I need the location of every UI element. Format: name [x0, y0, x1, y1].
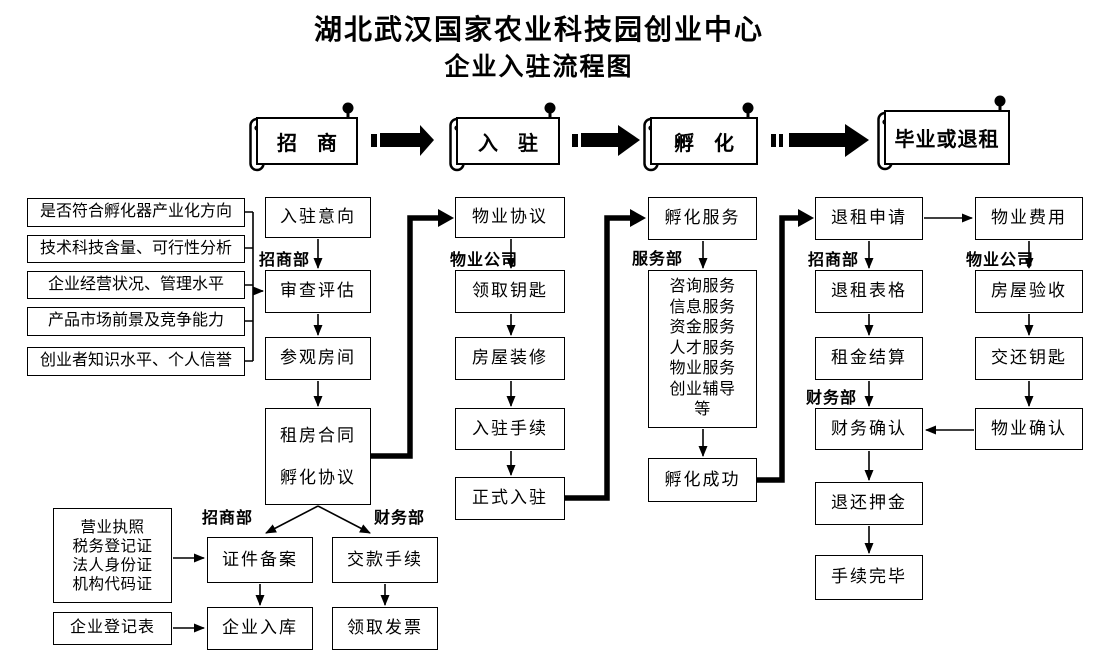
node-property-agreement: 物业协议: [455, 197, 565, 238]
node-certificate-filing: 证件备案: [207, 537, 313, 583]
node-finance-confirm: 财务确认: [815, 408, 923, 450]
node-review: 审查评估: [265, 270, 371, 313]
node-visit-room: 参观房间: [265, 337, 371, 380]
node-service-list: 咨询服务 信息服务 资金服务 人才服务 物业服务 创业辅导 等: [648, 270, 757, 428]
dept-label-service: 服务部: [632, 249, 684, 268]
dept-label-marketing-3: 招商部: [202, 508, 254, 527]
banner-incubate-label: 孵 化: [674, 132, 734, 155]
node-payment-procedure: 交款手续: [332, 537, 438, 583]
node-official-checkin: 正式入驻: [455, 477, 565, 520]
node-checkin-procedure: 入驻手续: [455, 408, 565, 450]
node-return-keys: 交还钥匙: [975, 337, 1083, 380]
phase-arrow-1: [371, 125, 434, 156]
node-intent: 入驻意向: [265, 197, 371, 238]
node-incubation-success: 孵化成功: [648, 458, 757, 502]
node-get-invoice: 领取发票: [332, 607, 438, 650]
node-termination-request: 退租申请: [815, 197, 923, 240]
node-enterprise-entry-db: 企业入库: [207, 607, 313, 650]
node-incubation-service: 孵化服务: [648, 197, 757, 240]
dept-label-property-1: 物业公司: [450, 250, 519, 269]
phase-arrow-3: [771, 124, 869, 157]
banner-checkin: 入 驻: [456, 117, 560, 165]
node-house-inspection: 房屋验收: [975, 270, 1083, 313]
node-property-confirm: 物业确认: [975, 408, 1083, 450]
criteria-bracket: [245, 211, 264, 362]
phase-arrow-2: [572, 125, 640, 156]
dept-label-finance-2: 财务部: [374, 508, 426, 527]
banner-graduate-label: 毕业或退租: [894, 129, 1000, 151]
dept-label-marketing-2: 招商部: [808, 250, 860, 269]
banner-recruit-label: 招 商: [277, 132, 337, 155]
node-criteria-credit: 创业者知识水平、个人信誉: [27, 347, 245, 376]
node-renovation: 房屋装修: [455, 337, 565, 380]
node-procedure-complete: 手续完毕: [815, 555, 923, 600]
node-get-keys: 领取钥匙: [455, 270, 565, 313]
flow-arrows: [173, 213, 1034, 633]
dept-label-property-2: 物业公司: [966, 250, 1035, 269]
banner-recruit: 招 商: [256, 117, 358, 165]
page-subtitle: 企业入驻流程图: [444, 54, 634, 81]
node-criteria-technology: 技术科技含量、可行性分析: [27, 235, 245, 263]
dept-label-marketing-1: 招商部: [259, 250, 311, 269]
thick-arrowheads: [438, 209, 814, 227]
node-criteria-direction: 是否符合孵化器产业化方向: [27, 198, 245, 227]
page-title: 湖北武汉国家农业科技园创业中心: [313, 15, 764, 46]
dept-label-finance-1: 财务部: [806, 388, 858, 407]
thick-connectors: [371, 215, 798, 501]
banner-checkin-label: 入 驻: [478, 132, 538, 155]
node-registration-form: 企业登记表: [53, 612, 172, 645]
node-deposit-refund: 退还押金: [815, 482, 923, 525]
node-contract: 租房合同 孵化协议: [265, 408, 371, 505]
node-termination-form: 退租表格: [815, 270, 923, 313]
node-documents: 营业执照 税务登记证 法人身份证 机构代码证: [53, 508, 172, 603]
banner-incubate: 孵 化: [650, 117, 758, 165]
node-rent-settlement: 租金结算: [815, 337, 923, 380]
banner-graduate-or-terminate: 毕业或退租: [884, 110, 1010, 165]
node-criteria-market: 产品市场前景及竞争能力: [27, 307, 245, 336]
node-criteria-management: 企业经营状况、管理水平: [27, 271, 245, 299]
node-property-fee: 物业费用: [975, 197, 1083, 240]
